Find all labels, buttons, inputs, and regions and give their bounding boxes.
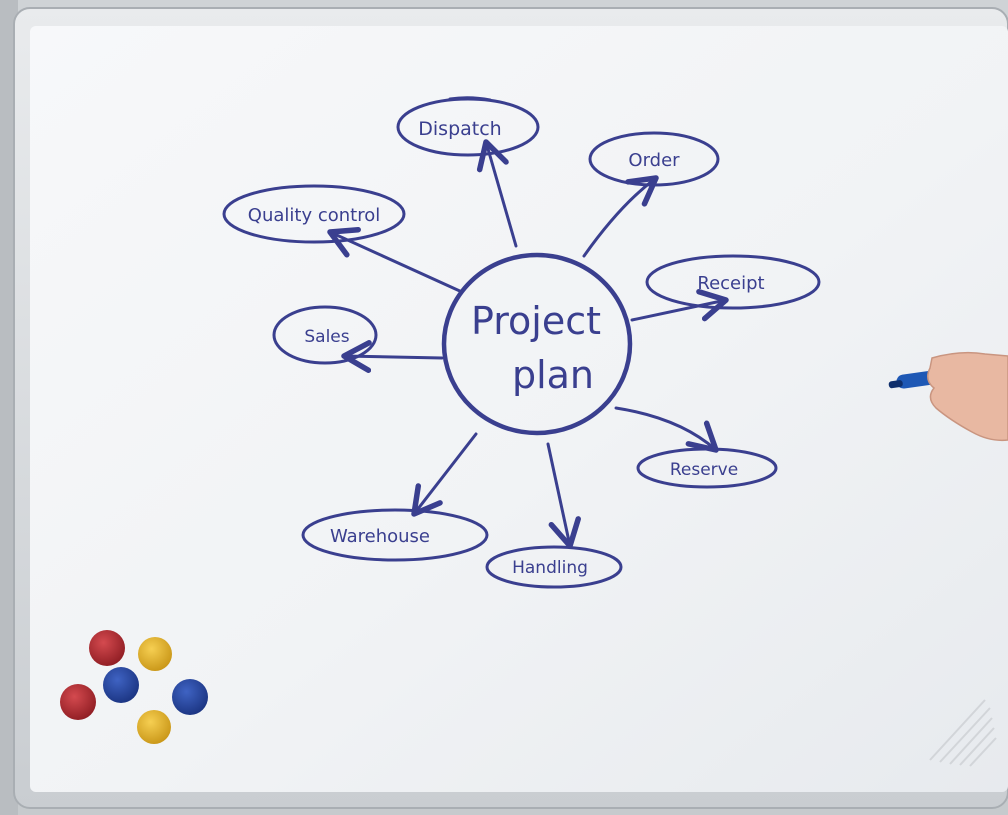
magnet-red-2[interactable]	[60, 684, 96, 720]
arrow-to-quality	[327, 226, 464, 294]
hand-with-marker	[888, 351, 1008, 442]
corner-hatch	[929, 699, 997, 767]
center-label-line1: Project	[471, 299, 601, 343]
node-label-order: Order	[628, 150, 680, 171]
arrow-to-handling	[546, 442, 581, 549]
board-surface	[30, 26, 1008, 792]
node-label-reserve: Reserve	[670, 460, 738, 480]
mind-map-labels: Project plan Dispatch Order Quality cont…	[248, 118, 765, 578]
node-label-warehouse: Warehouse	[330, 526, 430, 547]
magnets	[60, 630, 208, 744]
node-label-receipt: Receipt	[697, 273, 764, 294]
magnet-red-1[interactable]	[89, 630, 125, 666]
marker-tip	[888, 380, 903, 389]
oval-handling	[485, 545, 623, 589]
magnet-blue-2[interactable]	[172, 679, 208, 715]
magnet-yellow-1[interactable]	[138, 637, 172, 671]
oval-sales	[272, 305, 378, 365]
oval-receipt	[645, 254, 821, 310]
oval-reserve	[636, 447, 778, 489]
arrow-to-warehouse	[411, 432, 478, 517]
node-label-sales: Sales	[304, 327, 349, 347]
magnet-blue-1[interactable]	[103, 667, 139, 703]
magnet-yellow-2[interactable]	[137, 710, 171, 744]
node-label-dispatch: Dispatch	[418, 118, 501, 140]
arrow-to-reserve	[614, 406, 719, 453]
node-label-handling: Handling	[512, 558, 588, 578]
node-label-quality: Quality control	[248, 205, 380, 226]
oval-warehouse	[301, 508, 489, 562]
center-node	[441, 252, 633, 436]
oval-order	[588, 131, 720, 187]
oval-dispatch-tail	[448, 96, 492, 102]
mind-map	[222, 96, 821, 589]
oval-quality	[222, 184, 406, 244]
arrow-to-dispatch	[476, 139, 518, 248]
hand	[927, 351, 1008, 442]
arrow-to-receipt	[630, 288, 729, 322]
center-label-line2: plan	[512, 353, 594, 397]
